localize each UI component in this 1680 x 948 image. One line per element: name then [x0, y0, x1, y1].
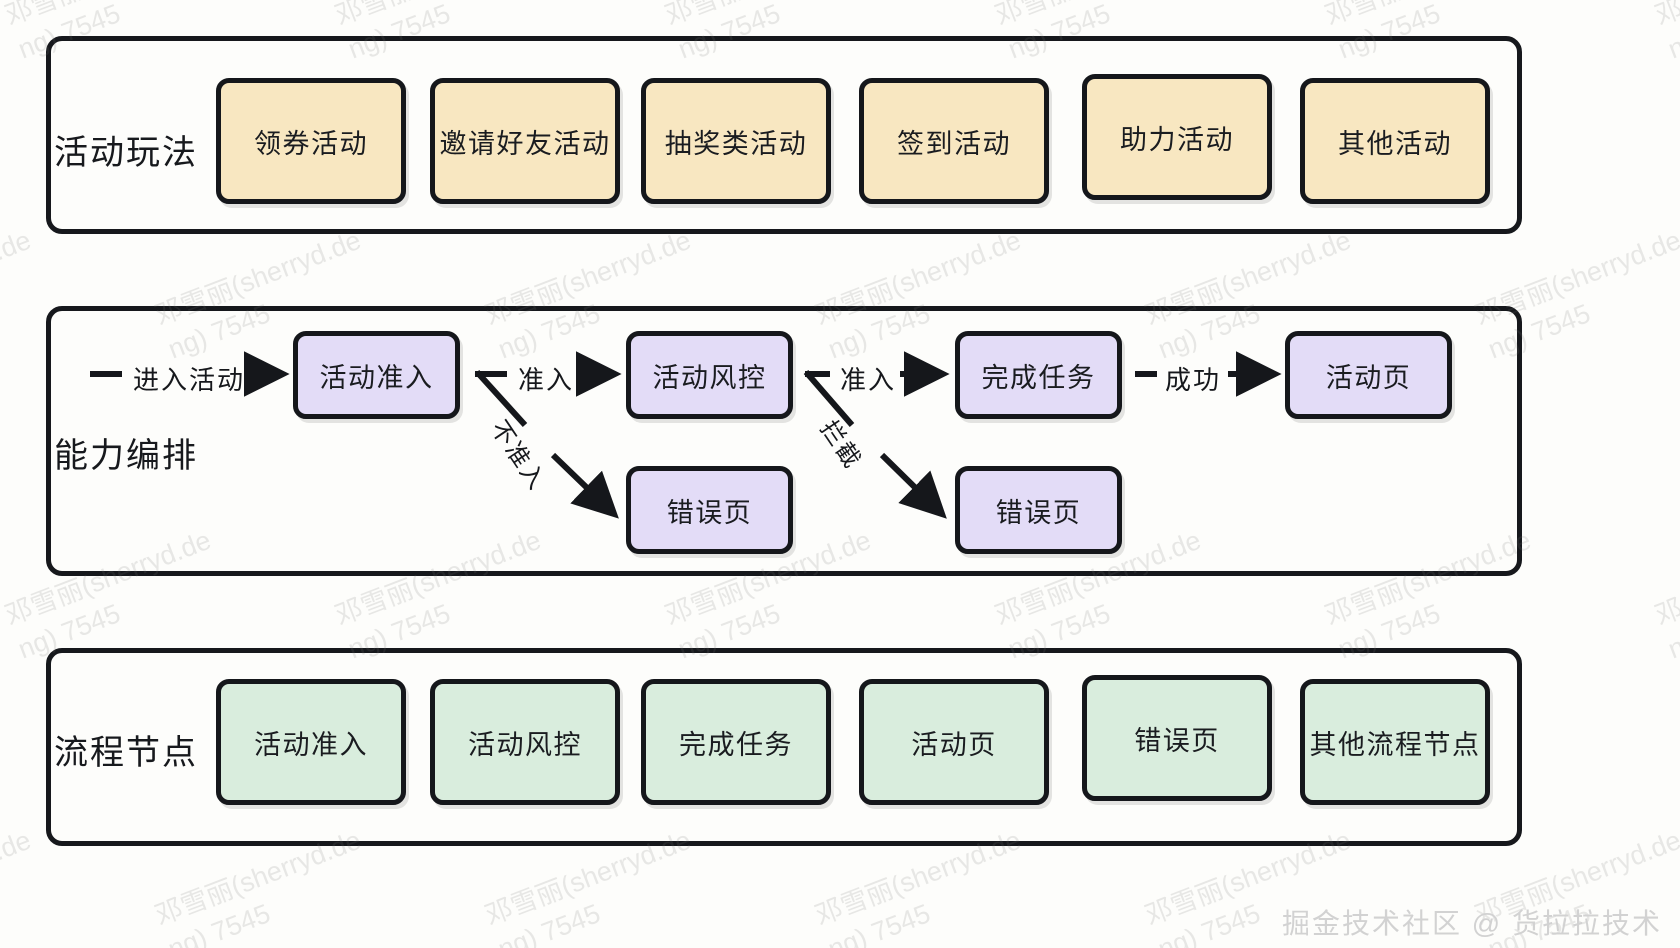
node-label: 完成任务 [679, 729, 793, 760]
play-node-4[interactable]: 助力活动 [1082, 74, 1272, 200]
flow-node-3[interactable]: 活动页 [859, 679, 1049, 805]
play-node-5[interactable]: 其他活动 [1300, 78, 1490, 204]
play-node-0[interactable]: 领券活动 [216, 78, 406, 204]
edge-label-0: 进入活动 [133, 365, 246, 395]
play-node-3[interactable]: 签到活动 [859, 78, 1049, 204]
node-label: 活动准入 [254, 729, 368, 760]
node-label: 活动页 [911, 729, 997, 760]
watermark-text: 邓雪丽(sherryd.de ng) 7545 [1651, 0, 1680, 65]
capability-node-1[interactable]: 活动风控 [626, 331, 793, 419]
edge-label-2: 准入 [840, 365, 897, 395]
capability-node-0[interactable]: 活动准入 [293, 331, 460, 419]
section-title-capability-orchestration: 能力编排 [54, 437, 198, 475]
watermark-text: 邓雪丽(sherryd.de ng) 7545 [0, 224, 35, 331]
play-node-1[interactable]: 邀请好友活动 [430, 78, 620, 204]
node-label: 签到活动 [897, 128, 1011, 159]
flow-node-0[interactable]: 活动准入 [216, 679, 406, 805]
flow-node-5[interactable]: 其他流程节点 [1300, 679, 1490, 805]
node-label: 错误页 [995, 497, 1082, 528]
node-label: 邀请好友活动 [439, 128, 611, 159]
flow-node-1[interactable]: 活动风控 [430, 679, 620, 805]
attribution-text: 掘金技术社区 @ 货拉拉技术 [1282, 908, 1662, 939]
node-label: 完成任务 [981, 362, 1096, 393]
node-label: 活动风控 [468, 729, 582, 760]
watermark-text: 邓雪丽(sherryd.de ng) 7545 [1651, 524, 1680, 665]
node-label: 其他流程节点 [1309, 729, 1481, 760]
edge-label-3: 成功 [1165, 365, 1222, 395]
watermark-text: 邓雪丽(sherryd.de ng) 7545 [0, 824, 35, 931]
node-label: 活动准入 [319, 362, 434, 393]
section-title-flow-nodes: 流程节点 [54, 734, 198, 772]
node-label: 错误页 [1134, 725, 1220, 756]
capability-node-2[interactable]: 完成任务 [955, 331, 1122, 419]
capability-node-4[interactable]: 错误页 [626, 466, 793, 554]
flow-node-2[interactable]: 完成任务 [641, 679, 831, 805]
flow-node-4[interactable]: 错误页 [1082, 675, 1272, 801]
edge-label-1: 准入 [518, 365, 575, 395]
node-label: 其他活动 [1338, 128, 1452, 159]
node-label: 活动风控 [652, 362, 767, 393]
node-label: 错误页 [666, 497, 753, 528]
play-node-2[interactable]: 抽奖类活动 [641, 78, 831, 204]
node-label: 助力活动 [1120, 124, 1234, 155]
node-label: 抽奖类活动 [664, 128, 808, 159]
node-label: 活动页 [1325, 362, 1412, 393]
section-title-play-methods: 活动玩法 [54, 134, 198, 172]
capability-node-3[interactable]: 活动页 [1285, 331, 1452, 419]
node-label: 领券活动 [254, 128, 368, 159]
capability-node-5[interactable]: 错误页 [955, 466, 1122, 554]
